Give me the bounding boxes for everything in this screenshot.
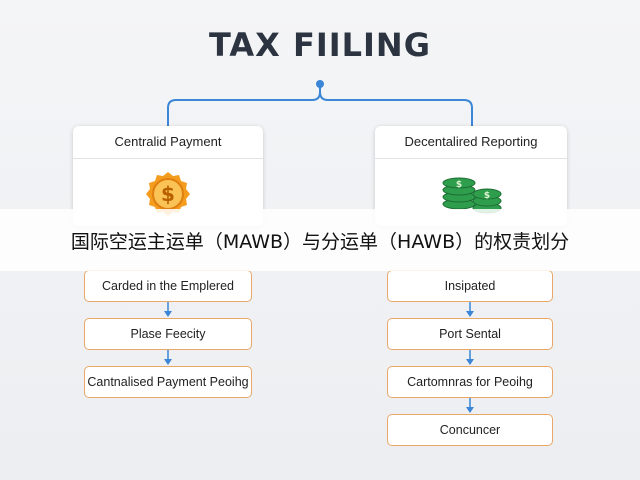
branch-line: [167, 84, 321, 126]
money-stacks-icon: $ $: [442, 177, 502, 214]
left-step-1: Carded in the Emplered: [84, 270, 252, 302]
right-step-4: Concuncer: [387, 414, 553, 446]
branch-line: [319, 91, 473, 126]
branch-node: [316, 80, 324, 88]
diagram-title: TAX FIILING: [209, 26, 431, 64]
left-step-2: Plase Feecity: [84, 318, 252, 350]
svg-text:$: $: [484, 191, 490, 201]
right-step-3: Cartomnras for Peoihg: [387, 366, 553, 398]
left-step-3: Cantnalised Payment Peoihg: [84, 366, 252, 398]
right-step-2: Port Sental: [387, 318, 553, 350]
svg-text:$: $: [456, 180, 462, 190]
card-header: Decentalired Reporting: [375, 126, 567, 159]
right-step-1: Insipated: [387, 270, 553, 302]
svg-text:$: $: [161, 182, 175, 206]
card-header: Centralid Payment: [73, 126, 263, 159]
caption-banner: 国际空运主运单（MAWB）与分运单（HAWB）的权责划分: [0, 209, 640, 271]
